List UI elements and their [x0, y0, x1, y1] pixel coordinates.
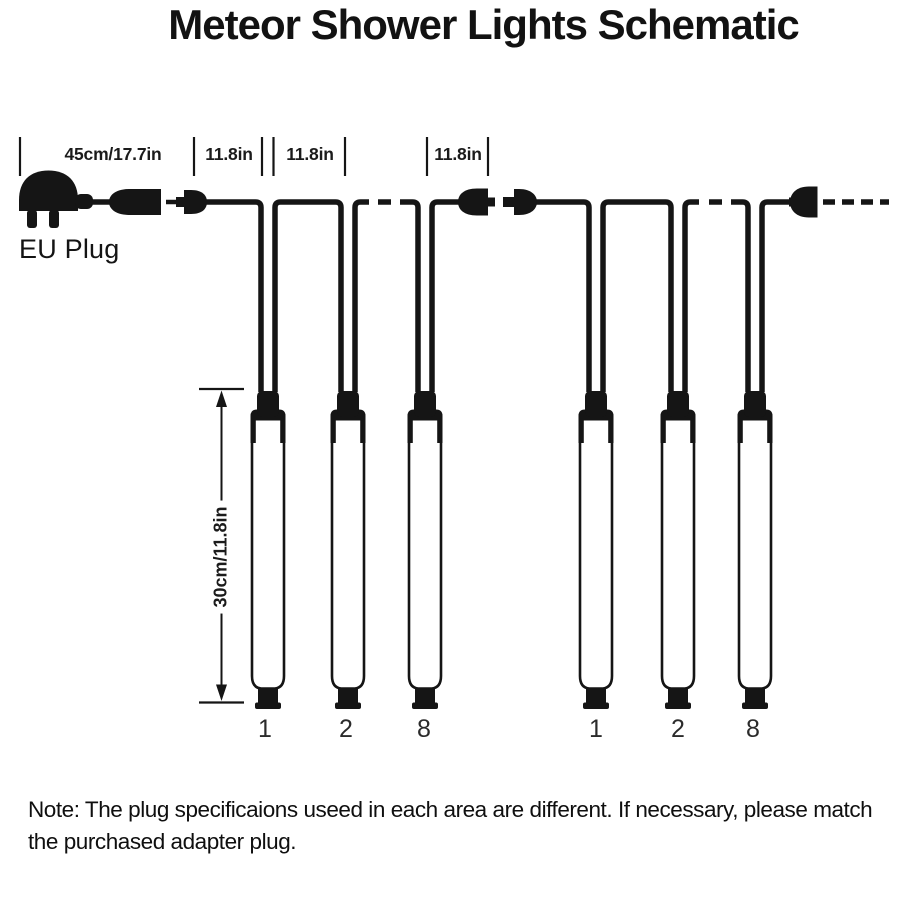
eu-plug-icon: [19, 170, 93, 228]
tube-number-5: 2: [671, 715, 685, 743]
tube-light-3: [406, 389, 444, 711]
footnote-line-1: Note: The plug specificaions useed in ea…: [28, 797, 873, 822]
dimension-label-seg1: 11.8in: [205, 144, 253, 164]
tube-number-1: 1: [258, 715, 272, 743]
tube-number-3: 8: [417, 715, 431, 743]
inline-connector-icon: [458, 188, 537, 216]
footnote: Note: The plug specificaions useed in ea…: [28, 794, 898, 858]
dimension-label-seg3: 11.8in: [434, 144, 482, 164]
tube-number-6: 8: [746, 715, 760, 743]
tube-number-2: 2: [339, 715, 353, 743]
tube-light-1: [249, 389, 287, 711]
dimension-label-lead: 45cm/17.7in: [64, 144, 162, 164]
dimension-tick-marks: [18, 137, 490, 176]
footnote-line-2: the purchased adapter plug.: [28, 829, 297, 855]
page-title: Meteor Shower Lights Schematic: [168, 1, 799, 48]
tube-number-4: 1: [589, 715, 603, 743]
eu-plug-label: EU Plug: [19, 234, 120, 264]
tube-light-4: [577, 389, 615, 711]
tube-light-2: [329, 389, 367, 711]
dimension-label-seg2: 11.8in: [286, 144, 334, 164]
tube-length-label: 30cm/11.8in: [210, 500, 232, 614]
end-connector-icon: [789, 186, 889, 218]
tube-light-6: [736, 389, 774, 711]
string-wire: [205, 199, 791, 392]
tube-light-5: [659, 389, 697, 711]
adapter-connector-icon: [91, 189, 207, 215]
